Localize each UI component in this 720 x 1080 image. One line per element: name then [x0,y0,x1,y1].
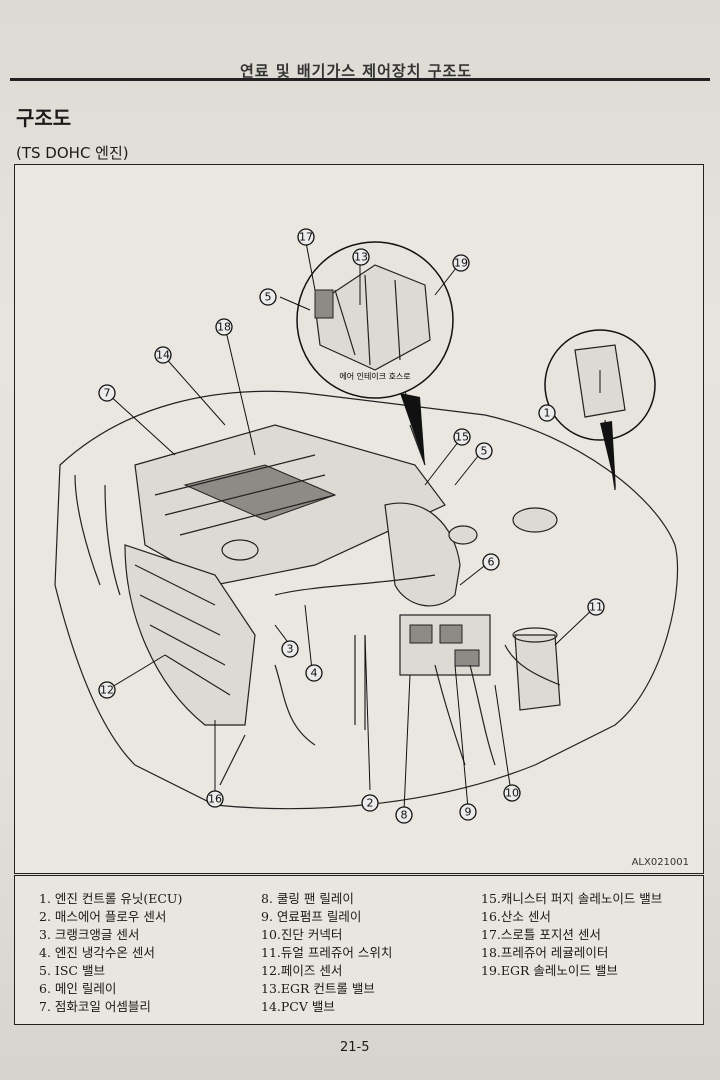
svg-text:8: 8 [401,809,408,822]
svg-text:15: 15 [455,431,469,444]
callout-16: 16 [206,790,224,808]
svg-text:5: 5 [265,291,272,304]
callout-3: 3 [281,640,299,658]
legend-item: 15.캐니스터 퍼지 솔레노이드 밸브 [481,891,663,906]
legend-item: 10.진단 커넥터 [261,927,343,942]
callout-8: 8 [395,806,413,824]
callout-4: 4 [305,664,323,682]
legend-item: 5. ISC 밸브 [39,963,105,978]
legend-item: 17.스로틀 포지션 센서 [481,927,601,942]
callout-19: 19 [452,254,470,272]
svg-text:7: 7 [104,387,111,400]
header-rule [10,78,710,81]
svg-text:6: 6 [488,556,495,569]
legend-item: 7. 점화코일 어셈블리 [39,999,151,1014]
legend-item: 14.PCV 밸브 [261,999,335,1014]
callout-18: 18 [215,318,233,336]
svg-text:11: 11 [589,601,603,614]
svg-text:4: 4 [311,667,318,680]
svg-text:14: 14 [156,349,170,362]
callout-5-inset: 5 [259,288,277,306]
svg-text:9: 9 [465,806,472,819]
legend-item: 16.산소 센서 [481,909,551,924]
callout-1: 1 [538,404,556,422]
legend-item: 19.EGR 솔레노이드 밸브 [481,963,618,978]
page-number: 21-5 [340,1040,370,1055]
callout-13: 13 [352,248,370,266]
callout-15: 15 [453,428,471,446]
callout-7: 7 [98,384,116,402]
callout-5: 5 [475,442,493,460]
callout-10: 10 [503,784,521,802]
callout-12: 12 [98,681,116,699]
svg-text:10: 10 [505,787,519,800]
svg-text:12: 12 [100,684,114,697]
legend-item: 12.페이즈 센서 [261,963,343,978]
engine-illustration: 에어 인테이크 호스로 [54,228,679,824]
inset-caption: 에어 인테이크 호스로 [339,371,410,381]
callout-6: 6 [482,553,500,571]
legend-item: 1. 엔진 컨트롤 유닛(ECU) [39,891,183,906]
svg-text:16: 16 [208,793,222,806]
legend-item: 9. 연료펌프 릴레이 [261,909,362,924]
svg-text:13: 13 [354,251,368,264]
svg-text:3: 3 [287,643,294,656]
parts-legend: 1. 엔진 컨트롤 유닛(ECU) 2. 매스에어 플로우 센서 3. 크랭크앵… [14,875,704,1025]
legend-column-2: 8. 쿨링 팬 릴레이 9. 연료펌프 릴레이 10.진단 커넥터 11.듀얼 … [261,890,392,1016]
callout-14: 14 [154,346,172,364]
callout-2: 2 [361,794,379,812]
legend-item: 18.프레쥬어 레귤레이터 [481,945,609,960]
legend-item: 3. 크랭크앵글 센서 [39,927,140,942]
engine-subtitle: (TS DOHC 엔진) [16,144,129,162]
figure-code: ALX021001 [631,857,689,868]
legend-item: 11.듀얼 프레쥬어 스위치 [261,945,393,960]
svg-text:19: 19 [454,257,468,270]
callout-11: 11 [587,598,605,616]
svg-text:17: 17 [299,231,313,244]
engine-diagram: 에어 인테이크 호스로 [14,164,704,874]
svg-text:1: 1 [544,407,551,420]
svg-text:2: 2 [367,797,374,810]
legend-item: 2. 매스에어 플로우 센서 [39,909,167,924]
callout-17: 17 [297,228,315,246]
legend-item: 13.EGR 컨트롤 밸브 [261,981,375,996]
svg-text:5: 5 [481,445,488,458]
callout-9: 9 [459,803,477,821]
section-title: 구조도 [16,106,72,130]
svg-text:18: 18 [217,321,231,334]
legend-column-3: 15.캐니스터 퍼지 솔레노이드 밸브 16.산소 센서 17.스로틀 포지션 … [481,890,662,980]
legend-item: 8. 쿨링 팬 릴레이 [261,891,354,906]
legend-item: 6. 메인 릴레이 [39,981,117,996]
header-title: 연료 및 배기가스 제어장치 구조도 [240,62,473,80]
legend-item: 4. 엔진 냉각수온 센서 [39,945,155,960]
legend-column-1: 1. 엔진 컨트롤 유닛(ECU) 2. 매스에어 플로우 센서 3. 크랭크앵… [39,890,182,1016]
